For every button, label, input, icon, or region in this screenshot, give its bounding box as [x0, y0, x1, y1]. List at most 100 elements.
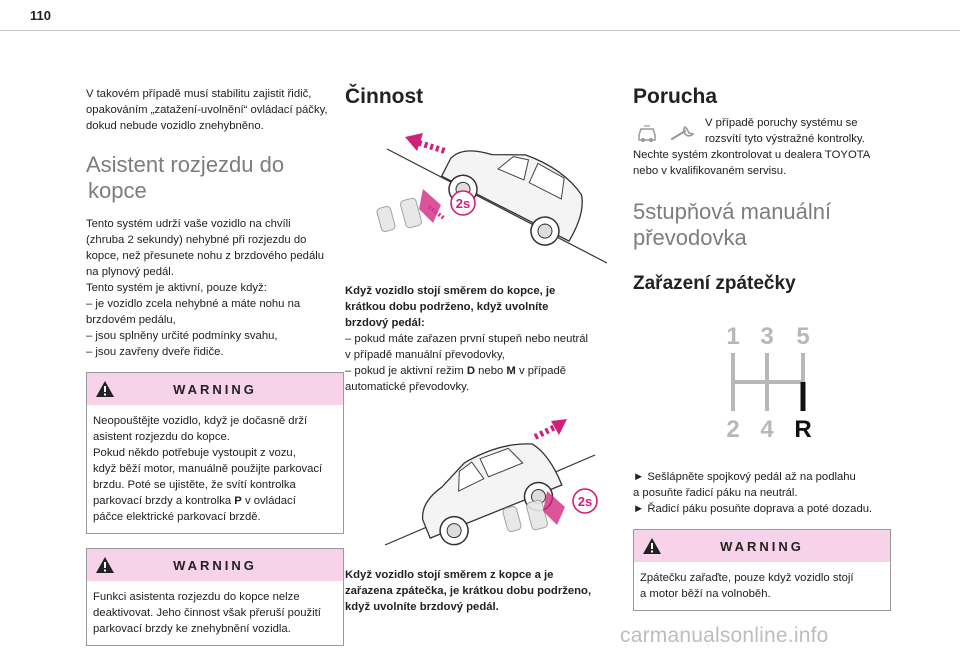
watermark: carmanualsonline.info	[620, 624, 829, 647]
text-line: brzdovém pedálu,	[86, 314, 176, 326]
text-line: zařazena zpátečka, je krátkou dobu podrž…	[345, 585, 592, 597]
text-line: nebo v kvalifikovaném servisu.	[633, 165, 787, 177]
warning-icon	[96, 557, 114, 573]
warning-box: WARNING Zpátečku zařaďte, pouze když voz…	[633, 529, 891, 611]
uphill-caption: Když vozidlo stojí směrem do kopce, je k…	[345, 283, 620, 395]
text-line: – pokud je aktivní režim D nebo M v příp…	[345, 363, 620, 379]
page-number: 110	[30, 8, 51, 23]
uphill-illustration: 2s	[376, 133, 608, 264]
text-line: Když vozidlo stojí směrem do kopce, je	[345, 285, 556, 297]
text-line: V případě poruchy systému se	[705, 117, 858, 129]
warning-icon	[643, 538, 661, 554]
text-line: Pokud někdo potřebuje vystoupit z vozu,	[93, 447, 296, 459]
duration-badge: 2s	[578, 494, 592, 509]
pedal-graphic	[502, 491, 565, 533]
text-line: Funkci asistenta rozjezdu do kopce nelze	[93, 591, 300, 603]
gear-label-r: R	[794, 416, 811, 439]
indicator-letter: P	[234, 495, 242, 507]
text-fragment: – pokud je aktivní režim	[345, 365, 467, 377]
text-line: brzdový pedál:	[345, 317, 425, 329]
text-fragment: v ovládací	[241, 495, 296, 507]
reverse-steps: ► Sešlápněte spojkový pedál až na podlah…	[633, 469, 891, 517]
text-line: brzdu. Poté se ujistěte, že svítí kontro…	[93, 479, 296, 491]
mode-letter: M	[506, 365, 516, 377]
text-line: dokud nebude vozidlo znehybněno.	[86, 120, 264, 132]
section-title-line: 5stupňová manuální	[633, 199, 832, 224]
warning-text: Neopouštějte vozidlo, když je dočasně dr…	[87, 405, 343, 533]
text-line: Neopouštějte vozidlo, když je dočasně dr…	[93, 415, 308, 427]
column-left: V takovém případě musí stabilitu zajisti…	[86, 78, 344, 646]
text-line: – jsou zavřeny dveře řidiče.	[86, 346, 224, 358]
wrench-icon	[670, 125, 695, 141]
fault-text-bottom: Nechte systém zkontrolovat u dealera TOY…	[633, 147, 870, 179]
warning-text: Zpátečku zařaďte, pouze když vozidlo sto…	[634, 562, 890, 610]
text-line: Tento systém je aktivní, pouze když:	[86, 282, 267, 294]
warning-title: WARNING	[173, 557, 257, 573]
text-fragment: v případě	[515, 365, 567, 377]
warning-header: WARNING	[87, 373, 343, 405]
gear-label-4: 4	[760, 416, 774, 439]
gear-label-1: 1	[726, 323, 739, 350]
gear-shift-diagram: 1 3 5 2 4 R	[726, 323, 811, 439]
mode-letter: D	[466, 365, 475, 377]
text-line: krátkou dobu podrženo, když uvolníte	[345, 301, 549, 313]
gear-label-2: 2	[726, 416, 739, 439]
text-line: když uvolníte brzdový pedál.	[345, 601, 499, 613]
text-line: Tento systém udrží vaše vozidlo na chvíl…	[86, 218, 291, 230]
warning-title: WARNING	[173, 381, 257, 397]
column-right: Porucha V případě poruchy systému se roz…	[633, 78, 891, 611]
section-title: Asistent rozjezdu do kopce	[86, 152, 344, 204]
text-line: parkovací brzdy a kontrolka P v ovládací	[93, 493, 337, 509]
warning-text: Funkci asistenta rozjezdu do kopce nelze…	[87, 581, 343, 645]
downhill-caption: Když vozidlo stojí směrem z kopce a je z…	[345, 567, 620, 615]
gear-label-5: 5	[796, 323, 809, 350]
text-line: – pokud máte zařazen první stupeň nebo n…	[345, 333, 589, 345]
text-line: kopce, než přesunete nohu z brzdového pe…	[86, 250, 325, 262]
text-line: Když vozidlo stojí směrem z kopce a je	[345, 569, 554, 581]
text-line: a motor běží na volnoběh.	[640, 588, 771, 600]
column-middle: Činnost 2s Když vozidlo stojí směrem do …	[345, 78, 620, 615]
text-line: ► Sešlápněte spojkový pedál až na podlah…	[633, 471, 856, 483]
text-line: Zpátečku zařaďte, pouze když vozidlo sto…	[640, 572, 854, 584]
gear-label-3: 3	[760, 323, 773, 350]
section-title-line: kopce	[88, 178, 147, 203]
subsection-heading: Zařazení zpátečky	[633, 273, 796, 294]
header-rule	[0, 30, 960, 31]
warning-header: WARNING	[634, 530, 890, 562]
text-line: a posuňte řadicí páku na neutrál.	[633, 487, 798, 499]
section-title-line: Asistent rozjezdu do	[86, 152, 285, 177]
section-title-line: převodovka	[633, 225, 747, 250]
text-line: V takovém případě musí stabilitu zajisti…	[86, 88, 312, 100]
fault-block: V případě poruchy systému se rozsvítí ty…	[633, 113, 891, 179]
warning-box: WARNING Funkci asistenta rozjezdu do kop…	[86, 548, 344, 646]
text-line: páčce elektrické parkovací brzdě.	[93, 511, 261, 523]
text-line: – je vozidlo zcela nehybné a máte nohu n…	[86, 298, 301, 310]
warning-icon	[96, 381, 114, 397]
warning-header: WARNING	[87, 549, 343, 581]
section-heading: Činnost	[345, 85, 424, 108]
text-line: parkovací brzdy ke znehybnění vozidla.	[93, 623, 291, 635]
text-line: opakováním „zatažení-uvolnění“ ovládací …	[86, 104, 328, 116]
section-heading: Porucha	[633, 85, 718, 108]
car-warning-icon	[638, 125, 656, 142]
section-title: 5stupňová manuální převodovka	[633, 199, 891, 251]
warning-box: WARNING Neopouštějte vozidlo, když je do…	[86, 372, 344, 534]
intro-paragraph: V takovém případě musí stabilitu zajisti…	[86, 86, 344, 134]
hill-assist-description: Tento systém udrží vaše vozidlo na chvíl…	[86, 216, 344, 360]
text-line: když běží motor, manuálně použijte parko…	[93, 463, 323, 475]
pedal-graphic	[376, 189, 447, 233]
fault-text-top: V případě poruchy systému se rozsvítí ty…	[705, 115, 865, 147]
text-fragment: parkovací brzdy a kontrolka	[93, 495, 235, 507]
text-line: asistent rozjezdu do kopce.	[93, 431, 230, 443]
downhill-illustration: 2s	[384, 419, 598, 546]
warning-title: WARNING	[720, 538, 804, 554]
text-line: deaktivovat. Jeho činnost však přeruší p…	[93, 607, 321, 619]
text-line: – jsou splněny určité podmínky svahu,	[86, 330, 278, 342]
text-line: ► Řadicí páku posuňte doprava a poté doz…	[633, 503, 873, 515]
text-line: na plynový pedál.	[86, 266, 174, 278]
text-line: (zhruba 2 sekundy) nehybné při rozjezdu …	[86, 234, 307, 246]
text-line: automatické převodovky.	[345, 381, 470, 393]
text-line: Nechte systém zkontrolovat u dealera TOY…	[633, 149, 871, 161]
text-line: rozsvítí tyto výstražné kontrolky.	[705, 133, 865, 145]
text-line: v případě manuální převodovky,	[345, 349, 505, 361]
